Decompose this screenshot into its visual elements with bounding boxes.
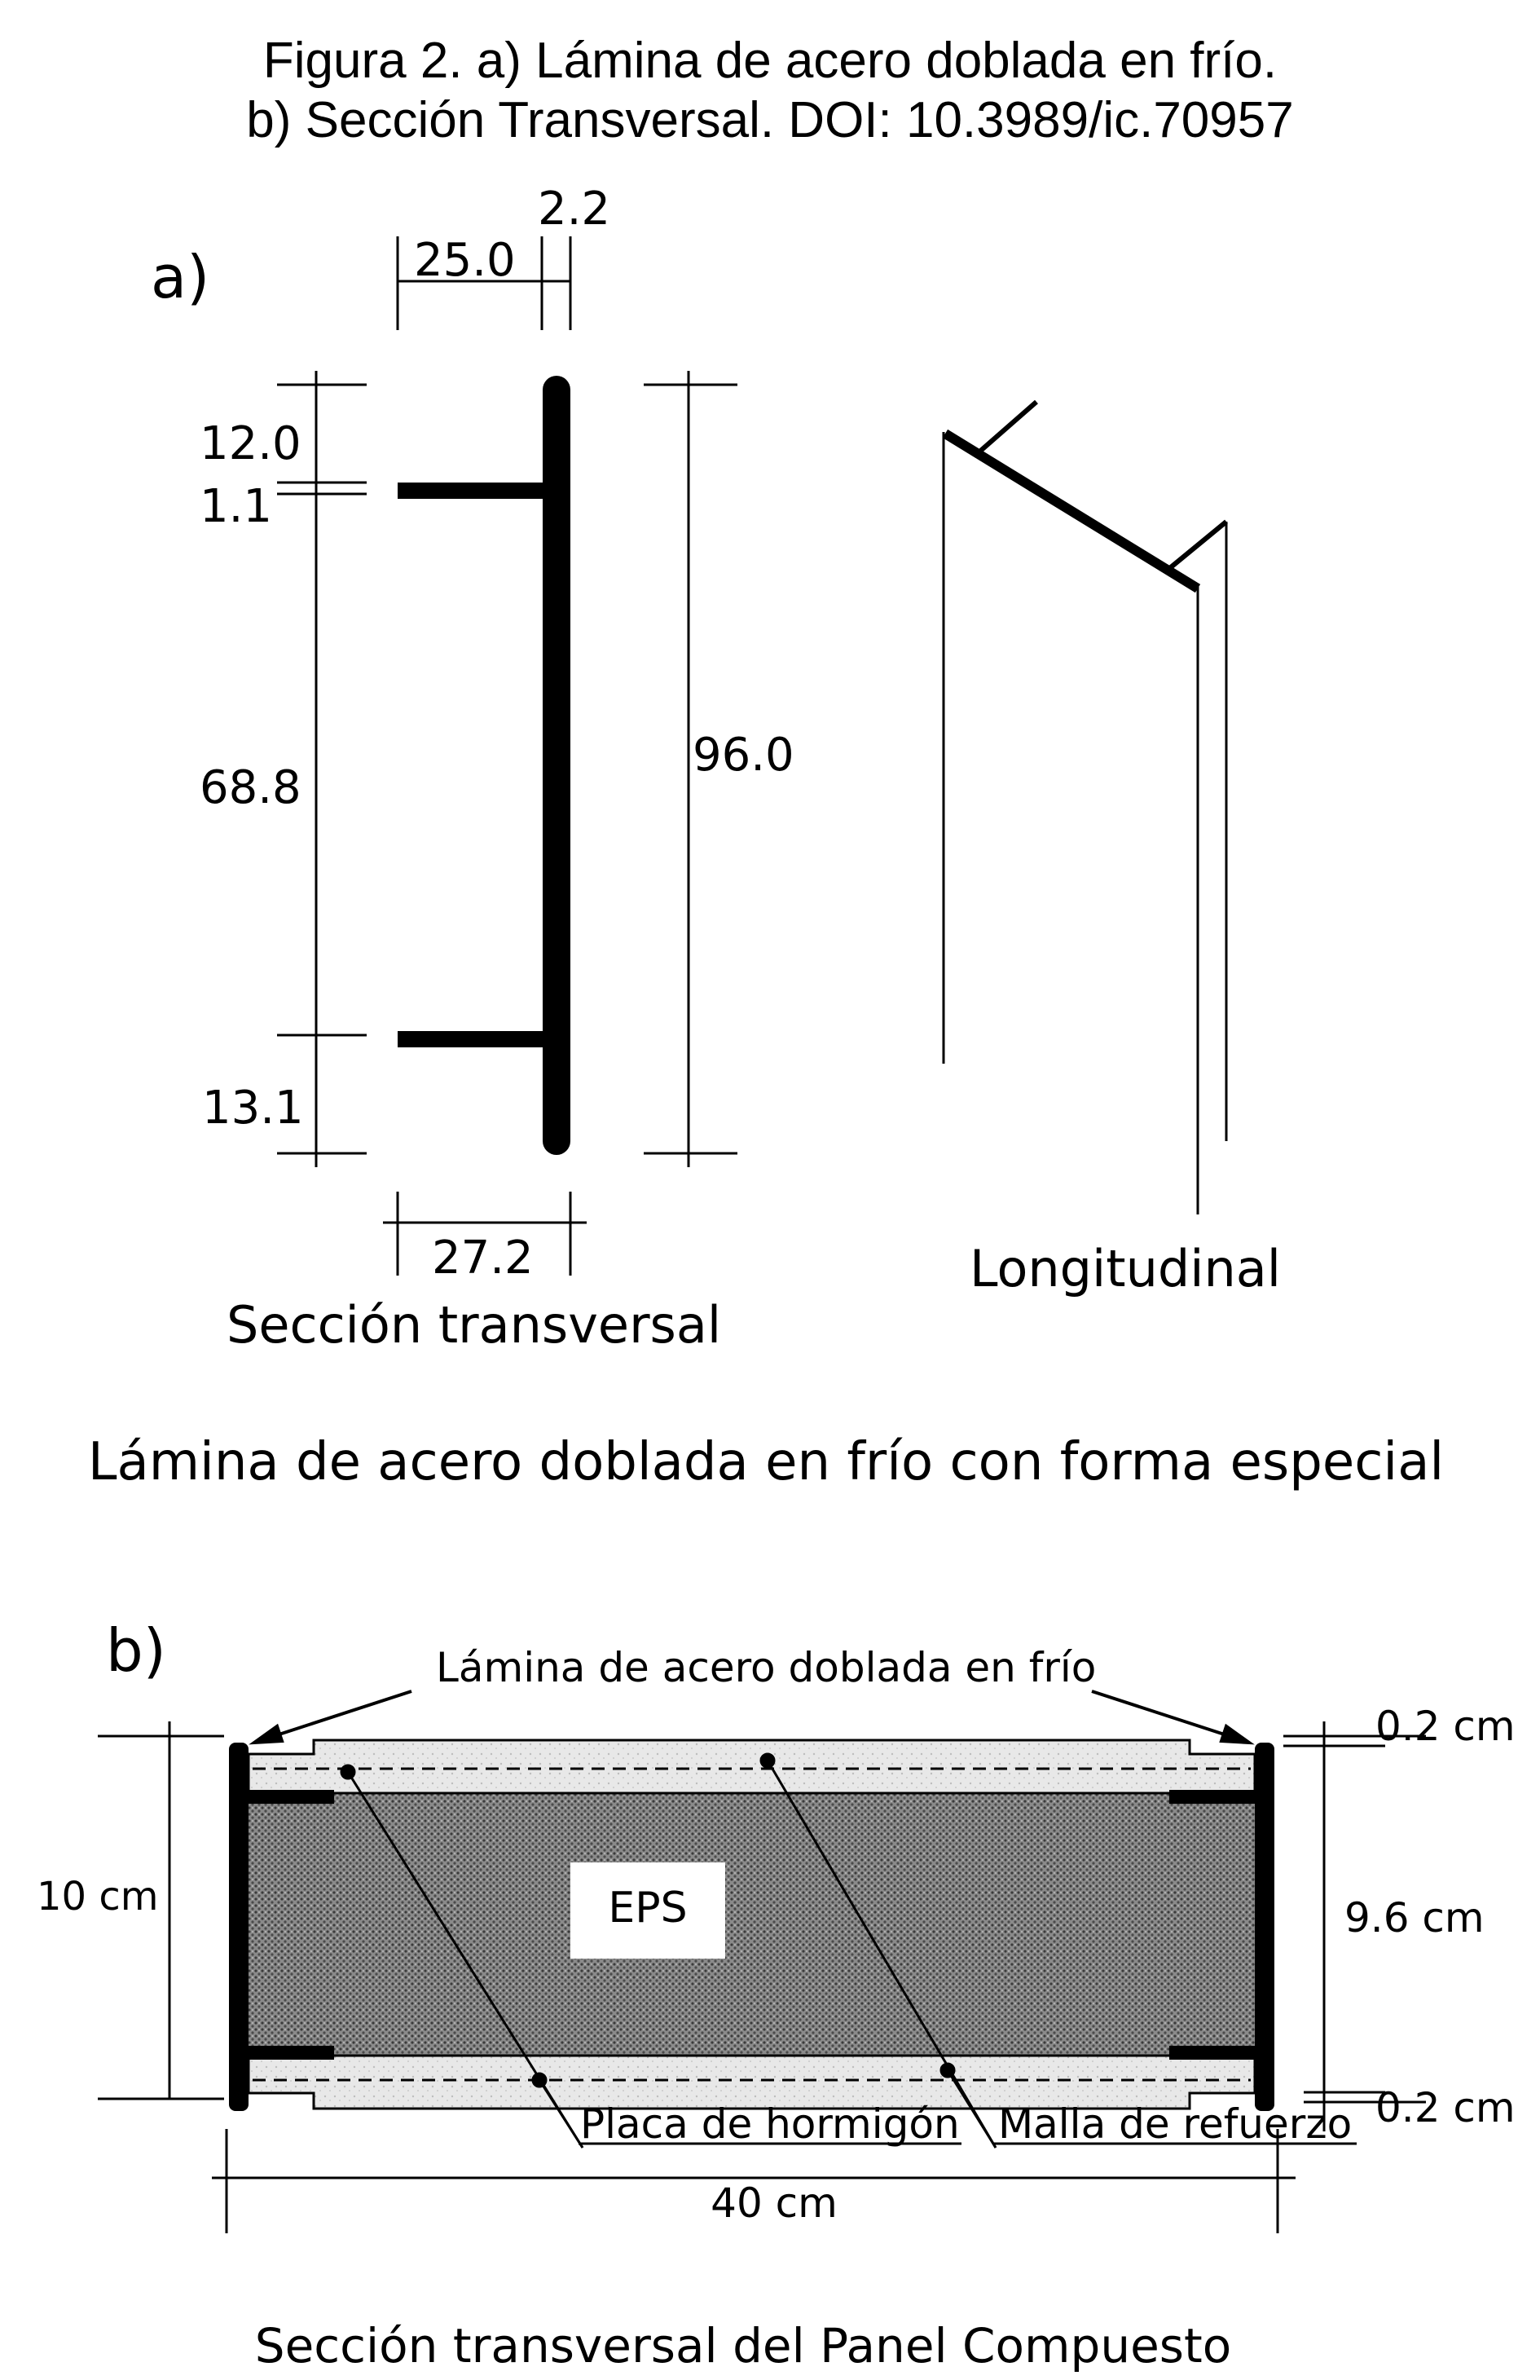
dim-bottom-flange: 27.2	[432, 1232, 534, 1285]
part-b-label: b)	[106, 1616, 166, 1685]
part-b-subtitle: Sección transversal del Panel Compuesto	[255, 2318, 1232, 2373]
caption-line-1: Figura 2. a) Lámina de acero doblada en …	[263, 33, 1277, 89]
dim-top-gap: 1.1	[200, 480, 272, 533]
part-a-subtitle: Lámina de acero doblada en frío con form…	[88, 1432, 1444, 1492]
top-plate-label: 0.2 cm	[1375, 1703, 1516, 1750]
dim-thickness: 2.2	[538, 183, 610, 236]
core-height-label: 9.6 cm	[1344, 1894, 1485, 1941]
eps-core	[244, 1792, 1261, 2057]
web-sheet	[942, 429, 1201, 593]
cross-section-drawing	[277, 236, 737, 1276]
steel-sheet-label: Lámina de acero doblada en frío	[436, 1644, 1096, 1691]
mesh-label: Malla de refuerzo	[998, 2100, 1352, 2148]
left-steel-sheet	[229, 1743, 249, 2111]
longitudinal-label: Longitudinal	[970, 1239, 1281, 1298]
panel-drawing	[98, 1690, 1426, 2233]
width-label: 40 cm	[711, 2179, 838, 2227]
dim-middle: 68.8	[200, 761, 301, 814]
dim-top-flange: 25.0	[414, 234, 516, 287]
eps-label: EPS	[608, 1884, 687, 1933]
cross-section-label: Sección transversal	[227, 1295, 721, 1355]
right-steel-sheet	[1255, 1743, 1274, 2111]
concrete-label: Placa de hormigón	[580, 2100, 960, 2148]
longitudinal-drawing	[942, 399, 1228, 1214]
dim-bottom-lip: 13.1	[202, 1082, 304, 1135]
top-concrete-plate	[247, 1739, 1256, 1795]
dim-top-lip: 12.0	[200, 417, 301, 470]
bottom-plate-label: 0.2 cm	[1375, 2084, 1516, 2131]
caption-line-2: b) Sección Transversal. DOI: 10.3989/ic.…	[246, 92, 1293, 148]
part-a-label: a)	[151, 243, 209, 311]
dim-total-height: 96.0	[693, 729, 794, 782]
height-label: 10 cm	[37, 1874, 158, 1919]
